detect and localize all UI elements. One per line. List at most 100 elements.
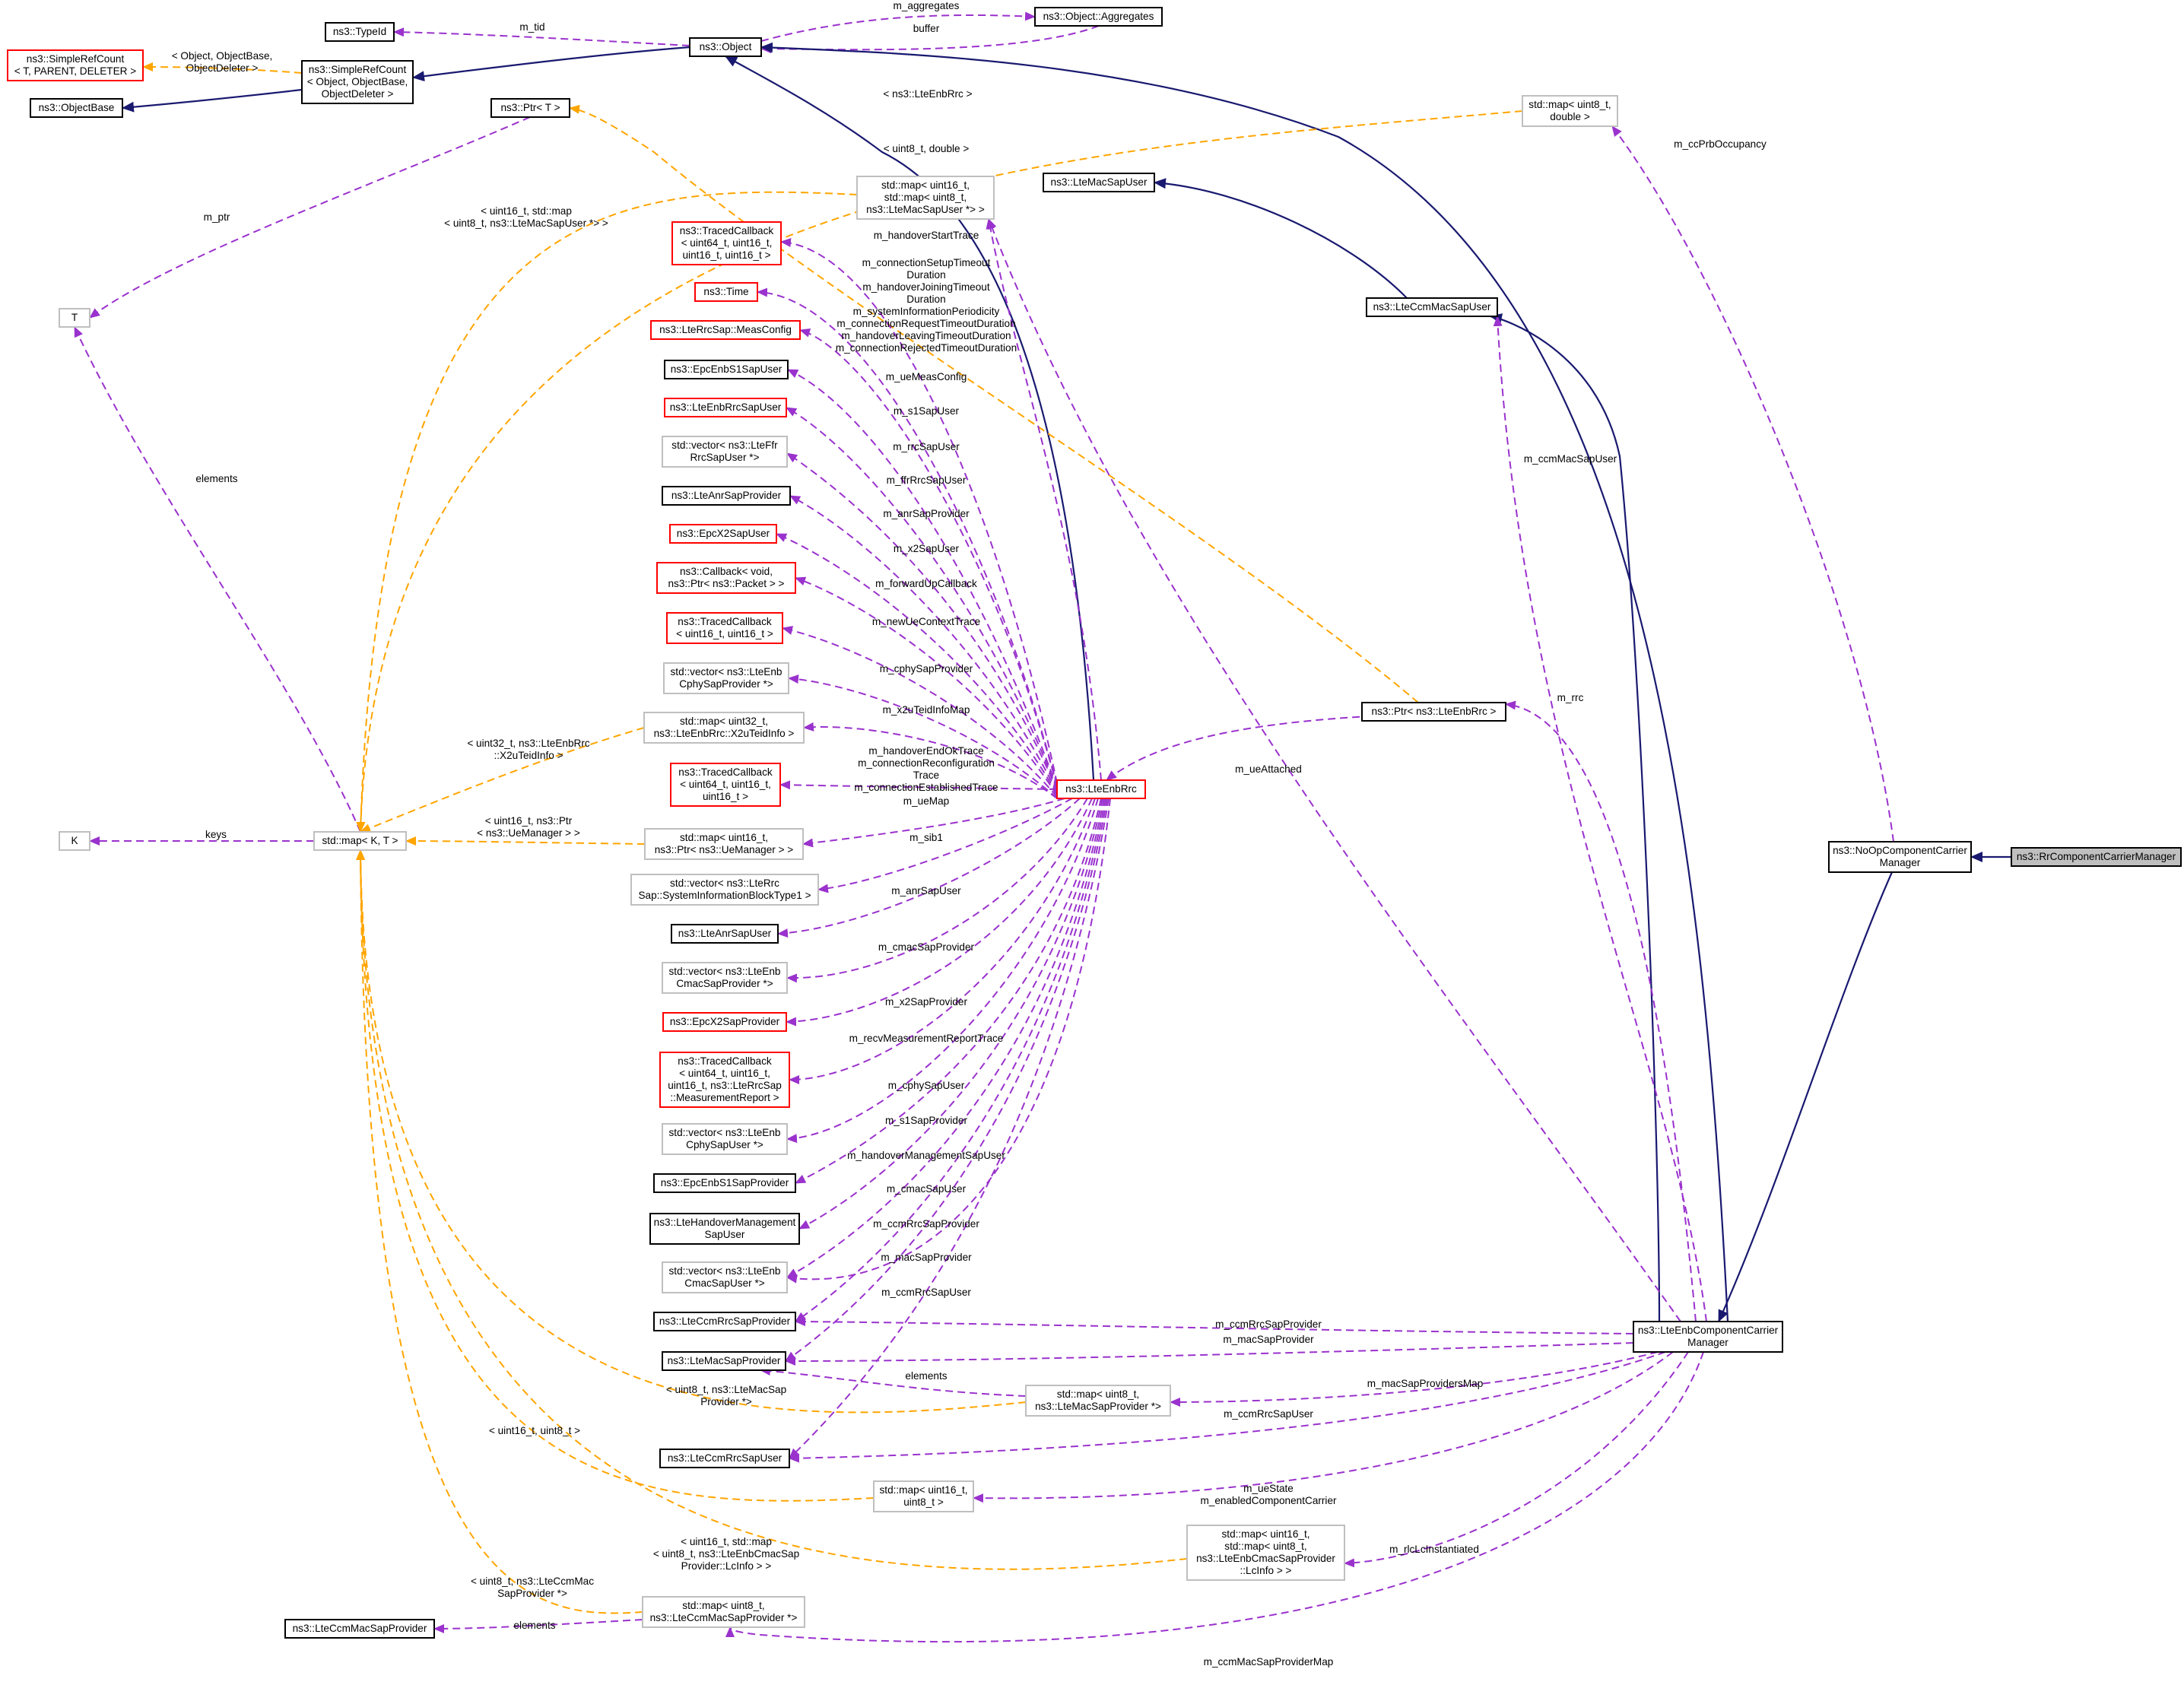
class-node-tcb-handoverstart[interactable]: ns3::TracedCallback< uint64_t, uint16_t,… bbox=[671, 221, 782, 265]
class-node-epcx2sapprovider[interactable]: ns3::EpcX2SapProvider bbox=[662, 1012, 787, 1032]
relation-edge-46 bbox=[786, 798, 1099, 1144]
edge-label-l-uemgr-tpl: < uint16_t, ns3::Ptr< ns3::UeManager > > bbox=[477, 815, 580, 839]
edge-label-l-macprov: m_macSapProvider bbox=[881, 1252, 972, 1263]
inheritance-edge-11 bbox=[1490, 313, 1661, 1322]
edge-label-l-u16-u8-tpl: < uint16_t, uint8_t > bbox=[489, 1425, 580, 1436]
class-node-ptr-t[interactable]: ns3::Ptr< T > bbox=[490, 98, 570, 118]
class-node-aggregates[interactable]: ns3::Object::Aggregates bbox=[1034, 7, 1163, 27]
edge-label-l-anruser: m_anrSapUser bbox=[891, 885, 961, 896]
edge-label-l-ccmrrcuser: m_ccmRrcSapUser bbox=[881, 1287, 971, 1298]
class-box bbox=[662, 962, 788, 994]
class-node-typeid[interactable]: ns3::TypeId bbox=[325, 22, 395, 42]
class-node-map-macsapuser: std::map< uint16_t,std::map< uint8_t,ns3… bbox=[856, 176, 995, 220]
class-name: std::map< uint16_t,uint8_t > bbox=[880, 1484, 968, 1508]
relation-edge-24 bbox=[1611, 125, 1894, 842]
class-name: ns3::Object::Aggregates bbox=[1043, 11, 1154, 22]
class-node-callback-fwd[interactable]: ns3::Callback< void,ns3::Ptr< ns3::Packe… bbox=[656, 562, 796, 594]
class-node-map-lcinfo: std::map< uint16_t,std::map< uint8_t,ns3… bbox=[1186, 1525, 1345, 1581]
class-name: ns3::LteEnbRrc bbox=[1065, 783, 1137, 795]
edge-label-l-elements-t: elements bbox=[195, 473, 237, 484]
class-node-epcx2sapuser[interactable]: ns3::EpcX2SapUser bbox=[669, 524, 777, 544]
class-node-lteccmmacsapprovider[interactable]: ns3::LteCcmMacSapProvider bbox=[284, 1619, 435, 1639]
class-box bbox=[689, 37, 762, 57]
class-box bbox=[649, 1213, 800, 1245]
class-node-tcb-handoverend[interactable]: ns3::TracedCallback< uint64_t, uint16_t,… bbox=[670, 763, 781, 807]
class-node-lteenbrrc[interactable]: ns3::LteEnbRrc bbox=[1056, 779, 1146, 799]
class-node-lteanrsapuser[interactable]: ns3::LteAnrSapUser bbox=[671, 924, 779, 944]
edge-label-l-ccprb: m_ccPrbOccupancy bbox=[1674, 138, 1767, 150]
edge-label-l-s1prov: m_s1SapProvider bbox=[885, 1115, 968, 1126]
class-node-measconfig[interactable]: ns3::LteRrcSap::MeasConfig bbox=[650, 320, 801, 340]
class-node-simplerefcount-t[interactable]: ns3::SimpleRefCount< T, PARENT, DELETER … bbox=[7, 49, 144, 81]
relation-edge-22 bbox=[356, 849, 1188, 1570]
edge-label-l-ccmrrcprov2: m_ccmRrcSapProvider bbox=[1215, 1318, 1322, 1330]
class-name: std::map< uint16_t,std::map< uint8_t,ns3… bbox=[866, 179, 985, 215]
edge-label-l-ccmmacprovmap: m_ccmMacSapProviderMap bbox=[1204, 1656, 1334, 1668]
class-name: ns3::Callback< void,ns3::Ptr< ns3::Packe… bbox=[668, 566, 784, 589]
relation-edge-18 bbox=[360, 727, 645, 833]
class-name: ns3::EpcEnbS1SapUser bbox=[671, 363, 782, 375]
class-node-epcenbs1sapuser[interactable]: ns3::EpcEnbS1SapUser bbox=[664, 360, 789, 379]
class-node-lteenbrrcsapuser[interactable]: ns3::LteEnbRrcSapUser bbox=[664, 398, 787, 417]
relation-edge-64 bbox=[725, 1351, 1704, 1643]
class-node-lteccmrrcsapprovider[interactable]: ns3::LteCcmRrcSapProvider bbox=[653, 1312, 796, 1331]
class-name: ns3::SimpleRefCount< T, PARENT, DELETER … bbox=[14, 53, 136, 77]
edge-label-l-rrc: m_rrc bbox=[1557, 692, 1584, 703]
relation-edge-57 bbox=[795, 1317, 1634, 1334]
relation-edge-40 bbox=[802, 798, 1065, 848]
class-node-object[interactable]: ns3::Object bbox=[689, 37, 762, 57]
class-name: ns3::EpcEnbS1SapProvider bbox=[661, 1177, 789, 1188]
class-node-lteccmrrcsapuser[interactable]: ns3::LteCcmRrcSapUser bbox=[659, 1449, 790, 1468]
class-name: ns3::LteCcmMacSapUser bbox=[1373, 301, 1491, 313]
class-node-map-uestate: std::map< uint16_t,uint8_t > bbox=[873, 1480, 974, 1512]
relation-edge-39 bbox=[779, 780, 1058, 790]
edge-label-l-lcinfo-tpl: < uint16_t, std::map< uint8_t, ns3::LteE… bbox=[653, 1536, 799, 1572]
edge-label-l-x2prov: m_x2SapProvider bbox=[885, 996, 968, 1008]
relation-edge-4 bbox=[760, 11, 1036, 42]
class-node-map-ccprb: std::map< uint8_t,double > bbox=[1522, 95, 1618, 127]
relation-edge-36 bbox=[788, 674, 1058, 799]
edge-label-l-u16-map-sapuser: < uint16_t, std::map< uint8_t, ns3::LteM… bbox=[444, 205, 608, 229]
class-node-objectbase[interactable]: ns3::ObjectBase bbox=[30, 98, 123, 118]
class-node-lteccmmacsapuser[interactable]: ns3::LteCcmMacSapUser bbox=[1366, 297, 1498, 317]
class-node-ltemacsapuser[interactable]: ns3::LteMacSapUser bbox=[1043, 173, 1155, 192]
class-node-time[interactable]: ns3::Time bbox=[694, 282, 758, 302]
class-box bbox=[1056, 779, 1146, 799]
class-box bbox=[671, 221, 782, 265]
class-node-ltemacsapprovider[interactable]: ns3::LteMacSapProvider bbox=[662, 1351, 786, 1371]
class-box bbox=[313, 831, 407, 851]
class-node-simplerefcount-obj[interactable]: ns3::SimpleRefCount< Object, ObjectBase,… bbox=[301, 60, 414, 104]
edge-label-l-anrprov: m_anrSapProvider bbox=[883, 508, 970, 519]
class-node-tcb-newue[interactable]: ns3::TracedCallback< uint16_t, uint16_t … bbox=[666, 612, 783, 644]
edge-label-l-s1sapuser: m_s1SapUser bbox=[894, 405, 960, 417]
inheritance-edge-12 bbox=[1154, 178, 1408, 299]
class-box bbox=[656, 562, 796, 594]
class-node-epcenbs1sapprovider[interactable]: ns3::EpcEnbS1SapProvider bbox=[653, 1173, 796, 1193]
class-box bbox=[1366, 297, 1498, 317]
class-name: ns3::Time bbox=[703, 286, 748, 297]
relation-edge-31 bbox=[786, 452, 1058, 792]
relation-edge-32 bbox=[789, 495, 1058, 793]
class-node-k: K bbox=[59, 831, 90, 851]
edge-label-l-tid: m_tid bbox=[519, 21, 544, 33]
class-node-lteanrsapprovider[interactable]: ns3::LteAnrSapProvider bbox=[662, 486, 791, 506]
relation-edge-51 bbox=[785, 798, 1108, 1362]
inheritance-edge-13 bbox=[1717, 871, 1894, 1322]
class-node-tcb-measreport[interactable]: ns3::TracedCallback< uint64_t, uint16_t,… bbox=[659, 1052, 790, 1108]
edge-label-l-ccmmacuser: m_ccmMacSapUser bbox=[1524, 453, 1617, 465]
class-box bbox=[1522, 95, 1618, 127]
class-box bbox=[663, 662, 789, 694]
class-box bbox=[630, 874, 819, 906]
class-node-ptr-lteenbrrc[interactable]: ns3::Ptr< ns3::LteEnbRrc > bbox=[1361, 702, 1506, 722]
